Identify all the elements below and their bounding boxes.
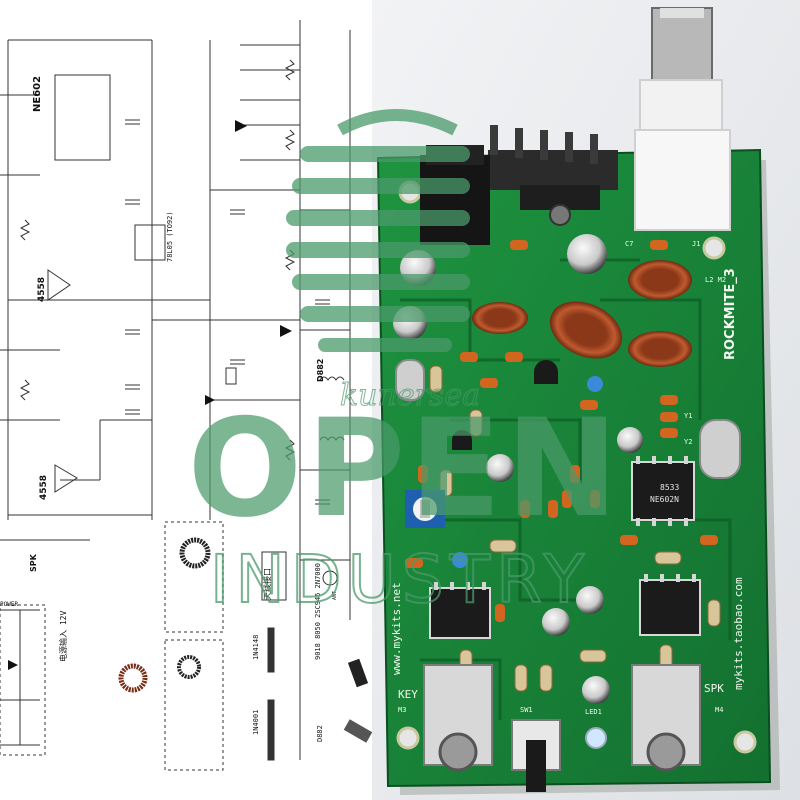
watermark-industry: INDUSTRY [210,541,590,618]
y2-label: Y2 [684,438,692,446]
watermark: kunersea OPEN INDUSTRY [188,109,623,619]
trimmer-pot [405,490,445,528]
crystals [395,359,741,479]
watermark-logo-icon [286,109,470,352]
schematic-toroid-drawings [118,537,211,693]
bnc-connector [634,7,731,231]
sw1-label: SW1 [520,706,533,714]
key-label: KEY [398,688,418,701]
toroid-inductors [472,260,692,367]
led [585,727,607,749]
opamp-label-2: 4558 [39,475,49,500]
power-input-label: 电源输入 12V [58,611,68,662]
schematic-transistor-icons [343,658,373,743]
ic-markings: NE602N 8533 [650,483,679,504]
d882-label: D882 [316,359,325,382]
mounting-holes [396,180,757,754]
antenna-label: 天线接口 [262,568,272,600]
ic-mark-ne602: NE602N [650,495,679,504]
schematic-diode-symbols [8,120,292,670]
resistors [429,365,721,692]
website-right: mykits.taobao.com [732,577,745,690]
pcb-silkscreen: ROCKMITE_3 www.mykits.net mykits.taobao.… [390,240,745,716]
audio-jacks [423,664,701,772]
transistor-parts-label: 9018 8050 2SC945 2N7000 [314,563,322,660]
schematic-diagram [0,20,351,771]
power-label: POWER [0,601,18,608]
spk-label-board: SPK [704,682,724,695]
spk-label-schematic: SPK [29,553,38,572]
board-title: ROCKMITE_3 [723,268,738,360]
opamp-label-1: 4558 [37,277,47,302]
schematic-labels: NE602 4558 4558 78L05 (TO92) D882 SPK PO… [0,76,338,742]
regulator-label: 78L05 (TO92) [166,211,174,262]
c7-label: C7 [625,240,633,248]
m3-label: M3 [398,706,406,714]
diode-1n4148-label: 1N4148 [252,635,260,660]
ic-mark-8533: 8533 [660,483,679,492]
ic-chips [429,456,701,639]
heatsink [488,125,618,226]
ant-label: ANT [332,591,338,600]
ceramic-capacitors [405,240,718,622]
electrolytic-capacitors [393,234,643,704]
diode-1n4001-label: 1N4001 [252,710,260,735]
m4-label: M4 [715,706,723,714]
j1-label: J1 [692,240,700,248]
ne602-label: NE602 [32,76,43,112]
y1-label: Y1 [684,412,692,420]
transistors [452,360,603,568]
website-left: www.mykits.net [390,582,403,675]
watermark-open: OPEN [188,390,623,547]
pcb-photo: ROCKMITE_3 www.mykits.net mykits.taobao.… [372,0,800,800]
watermark-script: kunersea [340,378,480,413]
led1-label: LED1 [585,708,602,716]
d882-bottom-label: D882 [316,725,324,742]
l2-label: L2 M2 [705,276,726,284]
push-switch [511,719,561,792]
